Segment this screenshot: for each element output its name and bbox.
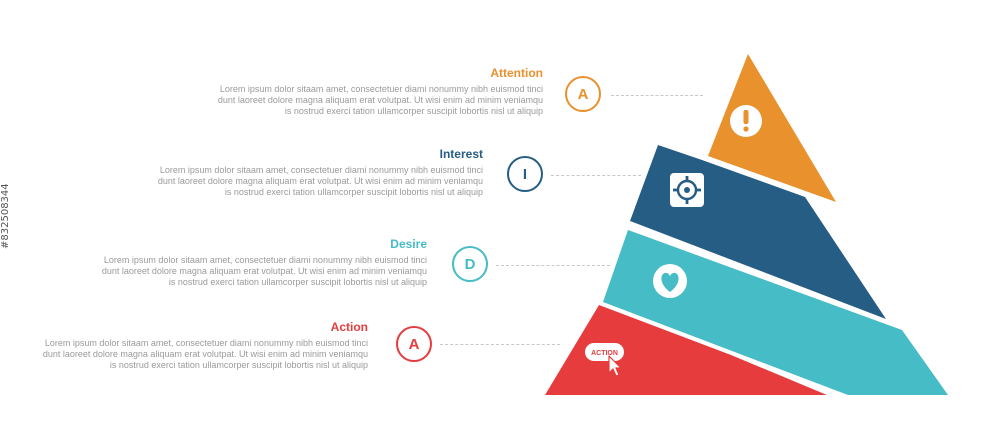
action-icon-label: ACTION xyxy=(591,350,618,357)
step-action: Action Lorem ipsum dolor sitaam amet, co… xyxy=(43,320,368,371)
badge-action: A xyxy=(396,326,432,362)
target-icon xyxy=(670,173,704,207)
step-description: Lorem ipsum dolor sitaam amet, consectet… xyxy=(101,255,427,287)
connector-attention xyxy=(611,95,703,96)
step-description: Lorem ipsum dolor sitaam amet, consectet… xyxy=(157,165,483,197)
step-description: Lorem ipsum dolor sitaam amet, consectet… xyxy=(42,338,368,370)
step-interest: Interest Lorem ipsum dolor sitaam amet, … xyxy=(158,147,483,198)
badge-attention: A xyxy=(565,76,601,112)
badge-desire: D xyxy=(452,246,488,282)
badge-interest: I xyxy=(507,156,543,192)
step-title: Desire xyxy=(390,237,427,251)
action-click-icon: ACTION xyxy=(585,343,624,377)
step-title: Attention xyxy=(490,66,543,80)
step-attention: Attention Lorem ipsum dolor sitaam amet,… xyxy=(218,66,543,117)
step-title: Interest xyxy=(439,147,483,161)
connector-action xyxy=(440,344,560,345)
connector-interest xyxy=(551,175,641,176)
pyramid-segment-desire xyxy=(603,230,948,395)
connector-desire xyxy=(496,265,610,266)
pyramid-segment-attention xyxy=(708,54,836,202)
step-title: Action xyxy=(330,320,368,334)
heart-icon xyxy=(653,264,687,298)
step-desire: Desire Lorem ipsum dolor sitaam amet, co… xyxy=(102,237,427,288)
exclamation-icon xyxy=(730,105,762,137)
step-description: Lorem ipsum dolor sitaam amet, consectet… xyxy=(217,84,543,116)
